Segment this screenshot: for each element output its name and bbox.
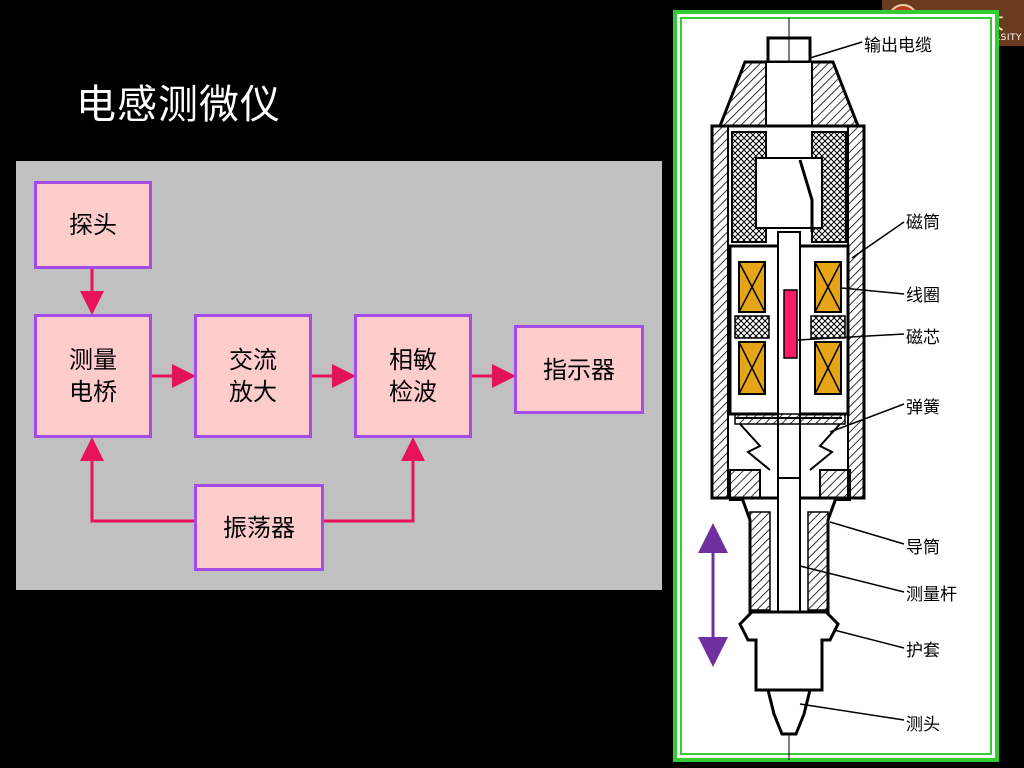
slide-title: 电感测微仪 <box>76 82 281 128</box>
block-bridge-line1: 测量 <box>69 346 117 374</box>
leader-coil <box>841 287 905 295</box>
logo-text: ERSITY <box>987 33 1022 43</box>
leader-cable <box>809 41 863 59</box>
leader-guide-tube <box>829 521 905 545</box>
block-oscillator: 振荡器 <box>194 484 324 571</box>
block-indicator-label: 指示器 <box>543 355 615 384</box>
block-indicator: 指示器 <box>514 325 644 414</box>
wire-oscillator-to-detector <box>323 437 425 523</box>
block-measuring-bridge: 测量 电桥 <box>34 314 152 438</box>
sheath <box>738 610 840 692</box>
callout-magnetic-core: 磁芯 <box>906 328 940 348</box>
callout-output-cable: 输出电缆 <box>864 36 932 56</box>
block-detector-line1: 相敏 <box>389 346 437 374</box>
coil-right-bottom <box>814 341 842 395</box>
probe-frame-inner-border <box>680 17 992 755</box>
callout-probe-tip: 测头 <box>906 715 940 735</box>
leader-core <box>797 333 905 341</box>
callout-coil: 线圈 <box>906 286 940 306</box>
coil-right-top <box>814 261 842 313</box>
callout-magnetic-tube: 磁筒 <box>906 213 940 233</box>
block-detector-line2: 检波 <box>389 378 437 406</box>
block-ac-amplifier: 交流 放大 <box>194 314 312 438</box>
magnetic-core <box>783 289 798 359</box>
coil-left-bottom <box>738 341 766 395</box>
coil-left-top <box>738 261 766 313</box>
block-probe: 探头 <box>34 181 152 269</box>
leader-spring <box>829 403 905 433</box>
callout-sheath: 护套 <box>906 641 940 661</box>
block-amplifier-line1: 交流 <box>229 346 277 374</box>
block-bridge-line2: 电桥 <box>69 378 117 406</box>
leader-tip <box>799 703 905 721</box>
leader-measuring-rod <box>799 565 905 593</box>
callout-measuring-rod: 测量杆 <box>906 585 957 605</box>
callout-spring: 弹簧 <box>906 398 940 418</box>
leader-magnetic-tube <box>851 221 905 259</box>
leader-sheath <box>833 629 905 649</box>
block-amplifier-line2: 放大 <box>229 378 277 406</box>
wire-oscillator-to-bridge <box>80 437 194 523</box>
block-phase-detector: 相敏 检波 <box>354 314 472 438</box>
block-probe-label: 探头 <box>69 211 117 239</box>
callout-guide-tube: 导筒 <box>906 538 940 558</box>
block-oscillator-label: 振荡器 <box>223 513 295 542</box>
probe-tip <box>766 688 812 736</box>
